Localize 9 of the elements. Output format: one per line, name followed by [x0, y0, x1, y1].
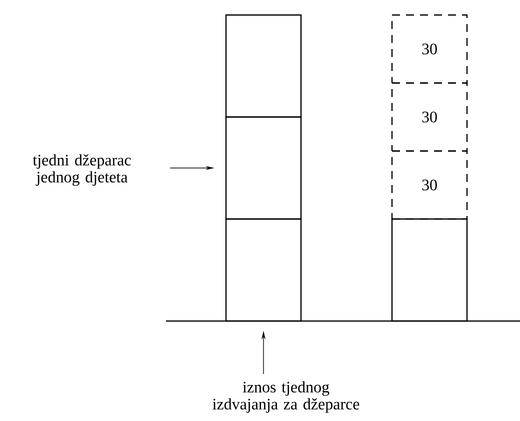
amount-box: 30	[391, 14, 468, 84]
amount-box: 30	[391, 150, 468, 220]
amount-box: 30	[391, 82, 468, 152]
callout-text: iznos tjednog izdvajanja za džeparce	[212, 381, 360, 413]
stack-box	[225, 14, 302, 118]
callout-text: tjedni džeparac jednog djeteta	[32, 154, 131, 186]
stack-box	[225, 116, 302, 220]
stack-box	[225, 218, 302, 322]
stack-box	[391, 218, 468, 322]
